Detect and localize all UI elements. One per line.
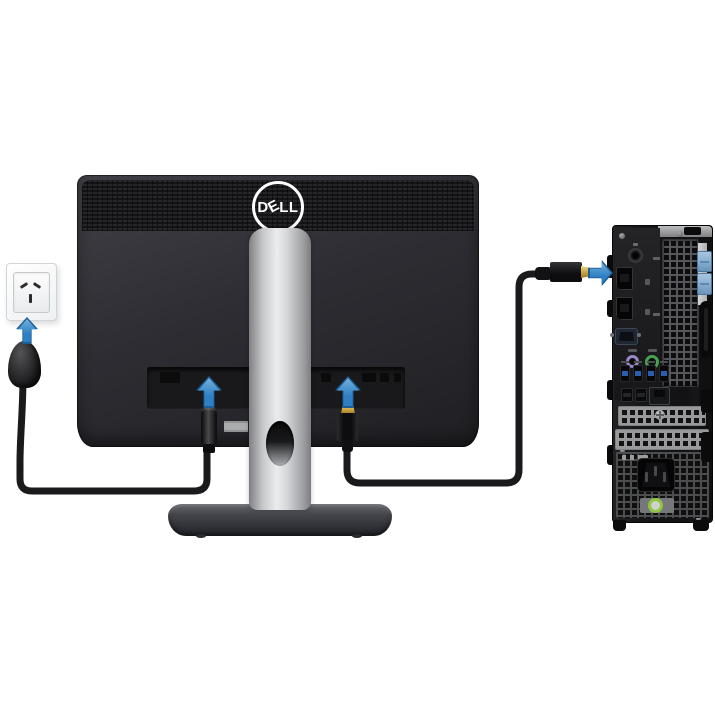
arrow-fill <box>590 262 611 284</box>
audio-jack-icon <box>633 243 638 246</box>
port-label <box>634 361 642 363</box>
arrow-fill <box>337 378 359 406</box>
outlet-socket-face <box>13 272 50 313</box>
power-plug <box>8 341 41 388</box>
screw <box>620 448 625 453</box>
expansion-slot-cover <box>615 429 709 450</box>
side-tab <box>607 380 612 400</box>
dell-logo-letter: D <box>257 198 269 216</box>
monitor-video-connector-neck <box>342 440 353 452</box>
power-port-arrow-icon <box>196 376 222 408</box>
monitor-power-connector-neck <box>203 444 215 453</box>
panel-marking <box>653 313 660 316</box>
port-label <box>648 349 657 352</box>
case-foot <box>693 520 709 531</box>
displayport-icon <box>645 279 650 285</box>
panel-marking <box>653 257 660 260</box>
monitor-stand-column <box>249 228 311 510</box>
monitor-port-opening <box>380 373 389 382</box>
expansion-latch-clip <box>697 273 712 295</box>
expansion-slot-cover <box>618 406 706 426</box>
thumbscrew <box>655 410 665 420</box>
monitor-regulatory-label <box>224 421 248 432</box>
panel-marking <box>622 455 648 460</box>
plug-to-outlet-arrow-icon <box>16 317 38 344</box>
side-tab <box>607 300 613 317</box>
stand-foot <box>352 534 362 538</box>
top-latch-tab <box>684 227 701 235</box>
pc-video-connector-neck <box>535 267 552 280</box>
dell-logo-letter: L <box>279 198 289 216</box>
dell-logo-letter: L <box>288 198 299 216</box>
cable-management-hole <box>266 421 294 466</box>
outlet-slot-bottom <box>29 294 32 303</box>
screw <box>619 233 625 239</box>
vga-screw <box>610 333 614 337</box>
screw <box>677 231 683 237</box>
side-tab <box>607 255 613 278</box>
port-label <box>660 361 668 363</box>
power-inlet <box>637 458 675 492</box>
usb3-port <box>620 365 630 382</box>
usb3-port <box>659 365 669 382</box>
usb3-port <box>633 365 643 382</box>
monitor-video-connector <box>337 413 358 441</box>
vga-screw <box>637 333 641 337</box>
displayport-port-2 <box>616 297 633 320</box>
power-inlet-pin-slot <box>654 466 657 476</box>
arrow-fill <box>198 378 220 406</box>
pc-video-connector-contacts <box>581 266 591 278</box>
monitor-port-opening <box>394 373 401 382</box>
monitor-port-opening <box>160 372 180 383</box>
usb2-port <box>621 388 633 402</box>
certification-sticker <box>648 498 663 513</box>
video-port-arrow-icon <box>335 376 361 408</box>
monitor-port-opening <box>321 373 331 382</box>
power-inlet-pin-slot <box>645 472 648 482</box>
chassis-latch <box>701 389 712 413</box>
stand-foot <box>196 534 206 538</box>
audio-jack <box>629 249 642 262</box>
usb3-port <box>646 365 656 382</box>
screw <box>696 516 701 521</box>
chassis-handle <box>700 301 713 358</box>
pc-port-arrow-icon <box>588 260 613 286</box>
arrow-fill <box>18 319 36 342</box>
monitor-power-connector <box>201 408 217 445</box>
monitor-video-connector-contacts <box>341 405 355 414</box>
displayport-icon <box>645 309 650 315</box>
ethernet-port <box>649 387 670 405</box>
port-label <box>628 349 637 352</box>
port-label <box>621 361 629 363</box>
case-foot <box>613 520 626 531</box>
side-tab <box>607 445 612 465</box>
usb2-port <box>635 388 647 402</box>
chassis-latch <box>701 432 712 462</box>
monitor-port-opening <box>362 373 376 382</box>
power-inlet-pin-slot <box>663 472 666 482</box>
vent-grille <box>662 239 699 387</box>
vga-port <box>615 328 638 345</box>
pc-video-connector <box>550 262 582 282</box>
expansion-latch-clip <box>697 251 712 272</box>
port-label <box>647 361 655 363</box>
displayport-port-1 <box>616 267 633 290</box>
